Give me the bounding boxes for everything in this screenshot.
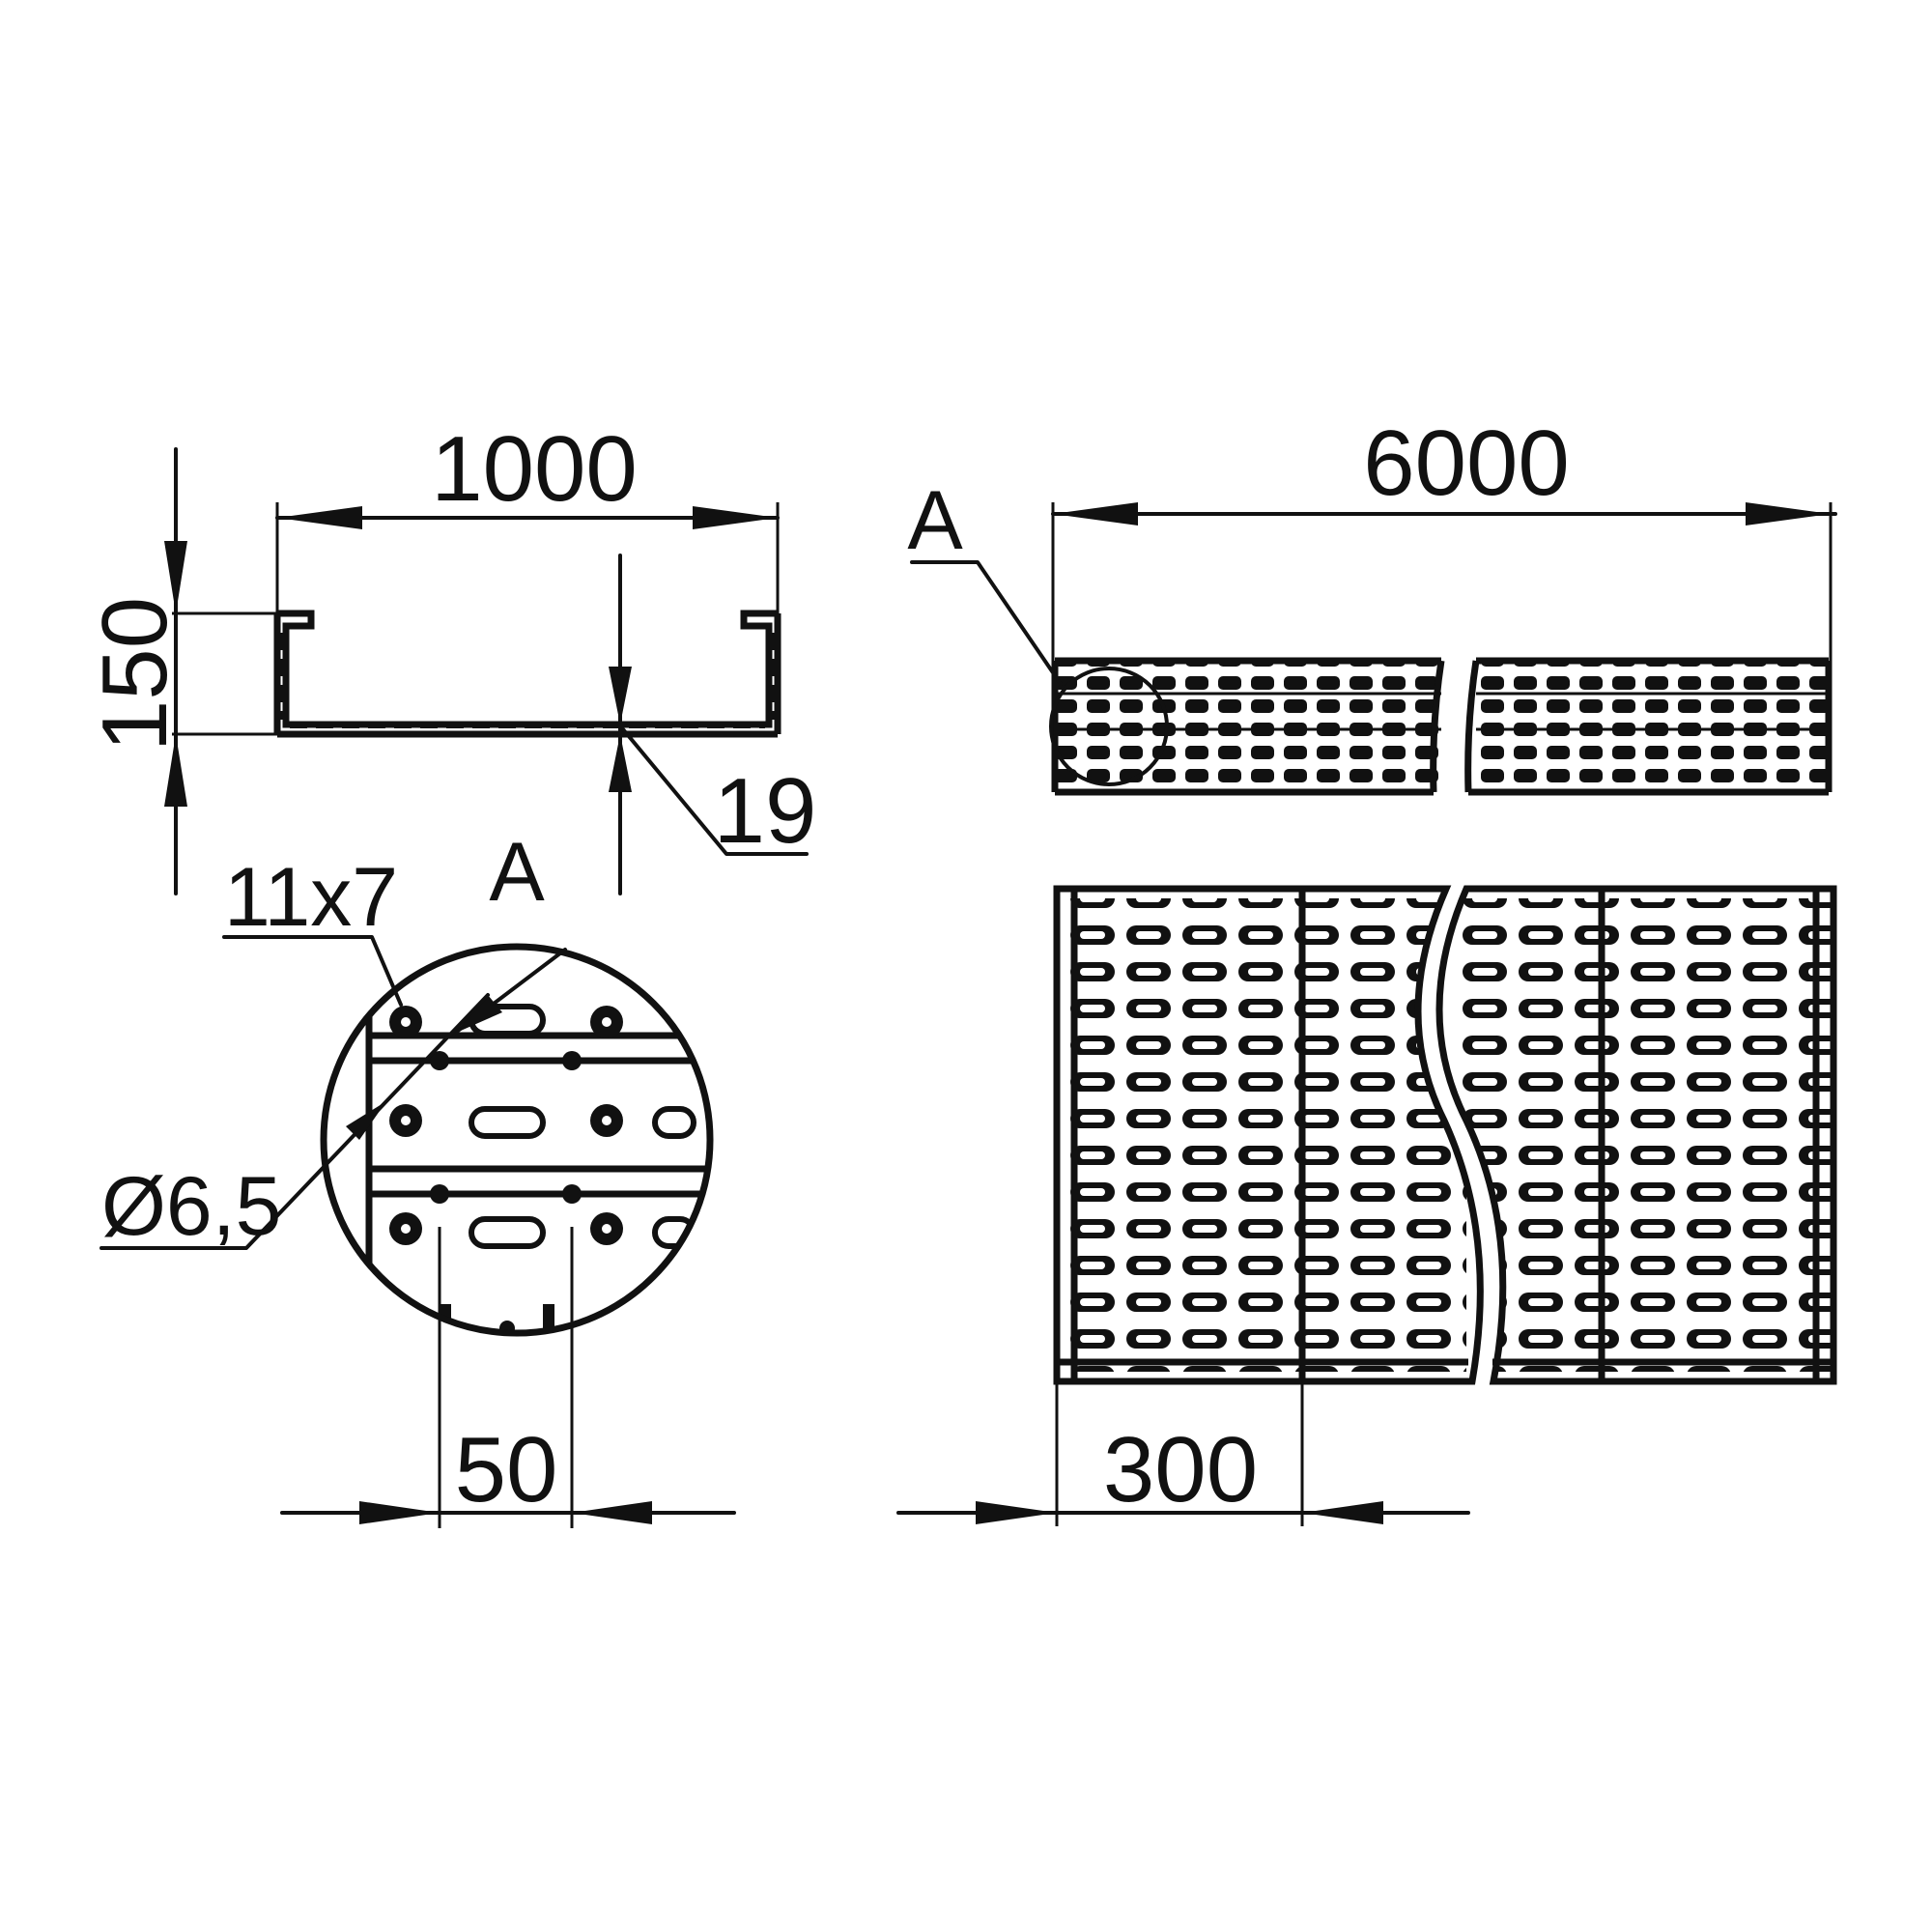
detail-a-view: A xyxy=(99,826,736,1528)
round-hole xyxy=(590,1006,623,1038)
round-hole xyxy=(389,1006,422,1038)
arrowhead xyxy=(359,1501,440,1524)
slot xyxy=(652,1106,696,1139)
break-line xyxy=(1430,660,1445,793)
detail-marker-label: A xyxy=(907,474,963,567)
detail-title: A xyxy=(489,826,545,919)
arrowhead xyxy=(1746,502,1831,526)
dimension-sections-label: 300 xyxy=(1103,1418,1258,1521)
plan-left-outline xyxy=(1053,885,1484,1385)
arrowhead xyxy=(454,995,502,1034)
detail-leader-line xyxy=(910,560,1063,686)
side-perforation-pattern xyxy=(1473,662,1829,792)
arrowhead xyxy=(1053,502,1138,526)
arrowhead xyxy=(976,1501,1057,1524)
round-hole xyxy=(389,1104,422,1137)
detail-content xyxy=(365,947,710,1333)
round-hole xyxy=(389,1212,422,1245)
tray-profile-outline xyxy=(277,610,778,728)
detail-circle-marker xyxy=(1049,667,1169,786)
arrowhead xyxy=(572,1501,652,1524)
slot-callout-leader xyxy=(222,935,403,1007)
bottom-perforation-pattern xyxy=(1059,898,1466,1372)
arrowhead xyxy=(609,734,632,792)
slot xyxy=(469,1106,546,1139)
side-perforation-pattern xyxy=(1055,662,1441,792)
rib-hole xyxy=(562,1184,582,1204)
dimension-flange-label: 19 xyxy=(714,759,817,863)
flange-leader-line xyxy=(621,727,809,856)
dimension-length-label: 6000 xyxy=(1363,412,1570,515)
round-hole xyxy=(590,1104,623,1137)
bottom-perforation-pattern xyxy=(1459,898,1831,1372)
hole-diameter-label: Ø6,5 xyxy=(101,1160,281,1253)
detail-circle xyxy=(320,943,714,1337)
side-segment-right xyxy=(1464,657,1833,796)
plan-right-outline xyxy=(1435,885,1837,1385)
hole-callout-leader xyxy=(99,993,490,1250)
arrowhead xyxy=(346,1101,386,1140)
break-line xyxy=(1464,660,1480,793)
cross-section-view: 1000 150 19 xyxy=(83,417,817,895)
arrowhead xyxy=(693,506,778,529)
arrowhead xyxy=(609,667,632,724)
arrowhead xyxy=(164,734,187,807)
arrowhead xyxy=(164,541,187,613)
plan-left-part xyxy=(1059,898,1466,1372)
slot-size-label: 11x7 xyxy=(224,851,398,944)
slot xyxy=(469,1216,546,1249)
plan-view: 300 xyxy=(896,885,1837,1526)
round-hole xyxy=(590,1212,623,1245)
arrowhead xyxy=(1302,1501,1383,1524)
rib-hole xyxy=(430,1184,449,1204)
dimension-pitch-label: 50 xyxy=(455,1418,558,1521)
dimension-height-label: 150 xyxy=(83,597,186,752)
arrowhead xyxy=(277,506,362,529)
side-elevation-view: 6000 A xyxy=(907,412,1837,796)
rib-hole xyxy=(562,1051,582,1070)
rib-hole xyxy=(430,1051,449,1070)
side-segment-left xyxy=(1051,657,1445,796)
dimension-width-label: 1000 xyxy=(431,417,638,521)
